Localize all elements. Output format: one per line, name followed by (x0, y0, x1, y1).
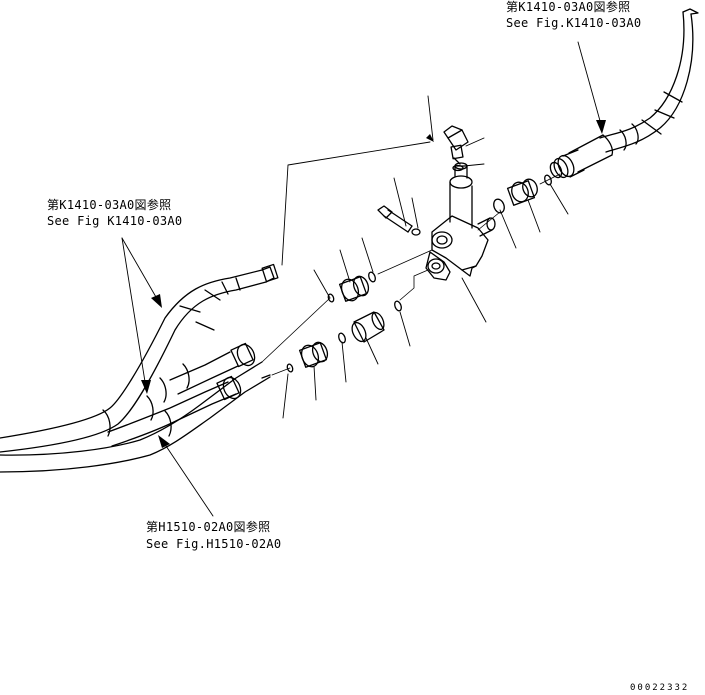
valve-body (425, 162, 496, 281)
elbow-fitting (443, 125, 469, 172)
hose-bundle-left (0, 263, 279, 473)
arrow-heads (141, 120, 606, 448)
fitting-right (477, 173, 561, 231)
fitting-lower (271, 269, 429, 376)
leader-lines (121, 41, 603, 517)
fitting-middle (261, 249, 433, 363)
ref-label-bottom-en: See Fig.H1510-02A0 (146, 537, 282, 551)
hose-top-right (549, 8, 699, 179)
ref-label-left-jp: 第K1410-03A0図参照 (47, 198, 172, 212)
ref-label-top-right-en: See Fig.K1410-03A0 (506, 16, 642, 30)
drawing-code: 00022332 (630, 683, 690, 693)
ref-label-top-right-jp: 第K1410-03A0図参照 (506, 0, 631, 14)
bolt (377, 205, 421, 236)
ref-label-bottom-jp: 第H1510-02A0図参照 (146, 520, 271, 534)
ref-label-left-en: See Fig K1410-03A0 (47, 214, 183, 228)
